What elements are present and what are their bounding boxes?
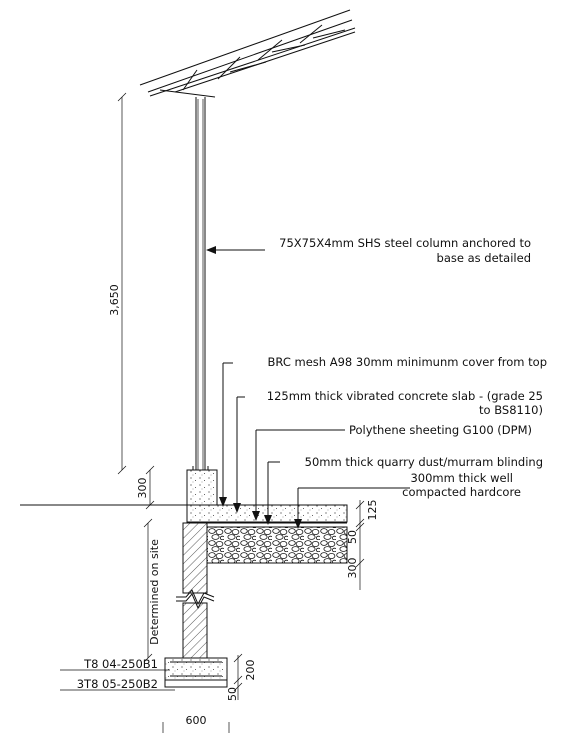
leader-lines — [60, 246, 410, 691]
roof-truss — [139, 9, 356, 98]
slab-thickness-dim: 125 — [366, 500, 379, 521]
foundation-wall — [176, 522, 215, 659]
slab-note-line-1: 125mm thick vibrated concrete slab - (gr… — [267, 389, 543, 403]
blinding-thickness-dim: 50 — [346, 530, 359, 544]
column-height-dim: 3,650 — [108, 284, 121, 316]
steel-column — [188, 97, 212, 471]
depth-dim: Determined on site — [148, 539, 161, 645]
footing-top-rebar-label: T8 04-250B1 — [83, 657, 158, 671]
mesh-note: BRC mesh A98 30mm minimunm cover from to… — [268, 355, 547, 369]
hardcore-note-line-2: compacted hardcore — [402, 485, 521, 499]
slab-note-line-2: to BS8110) — [479, 403, 543, 417]
dpm-note: Polythene sheeting G100 (DPM) — [349, 423, 532, 437]
strip-footing — [164, 657, 228, 688]
floor-slab — [186, 504, 348, 528]
dimension-lines — [117, 92, 365, 733]
plinth — [186, 469, 218, 506]
footing-blinding-dim: 50 — [226, 687, 239, 701]
hardcore-fill — [206, 526, 348, 564]
footing-width-dim: 600 — [186, 714, 207, 727]
hardcore-thickness-dim: 300 — [346, 558, 359, 579]
plinth-height-dim: 300 — [136, 478, 149, 499]
blinding-note: 50mm thick quarry dust/murram blinding — [305, 455, 543, 469]
hardcore-note-line-1: 300mm thick well — [410, 471, 513, 485]
footing-bottom-rebar-label: 3T8 05-250B2 — [77, 677, 158, 691]
column-note-line-2: base as detailed — [437, 251, 531, 265]
footing-depth-dim: 200 — [244, 660, 257, 681]
column-note-line-1: 75X75X4mm SHS steel column anchored to — [279, 236, 531, 250]
